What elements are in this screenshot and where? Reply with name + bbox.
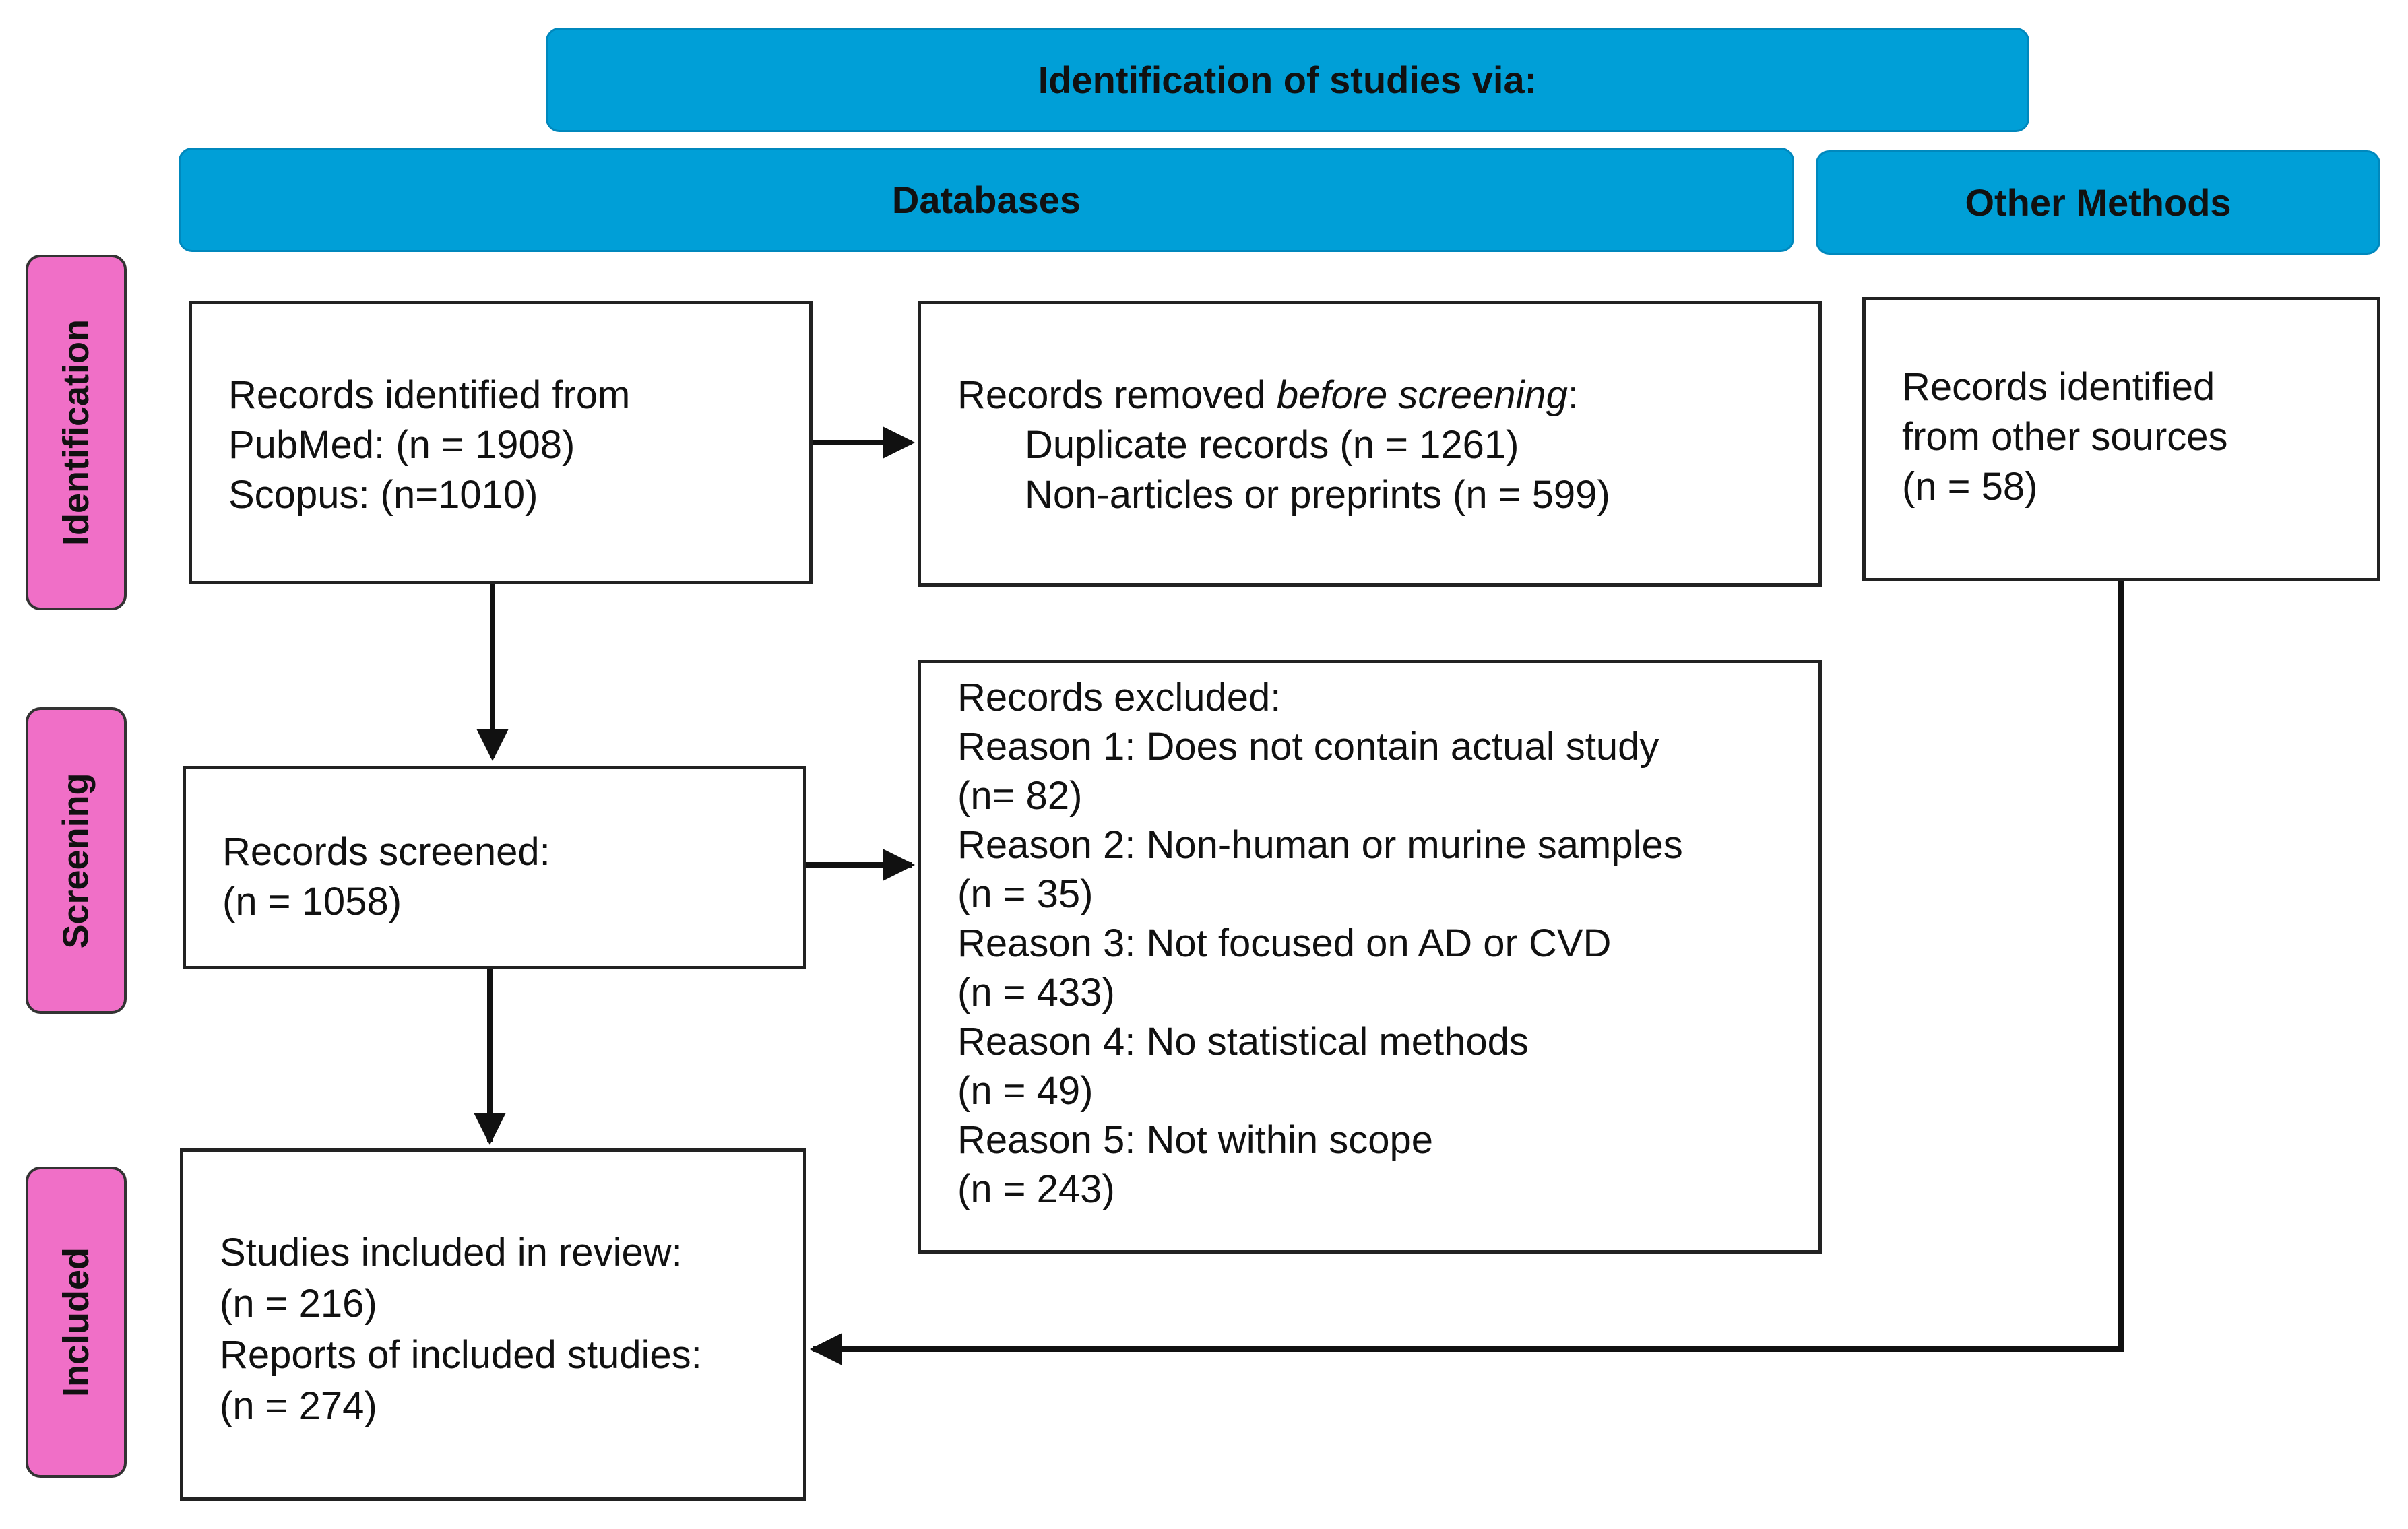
studies-included-count: (n = 216) [220, 1282, 377, 1326]
reports-included-title: Reports of included studies: [220, 1333, 702, 1377]
box-other-sources: Records identified from other sources (n… [1862, 297, 2380, 581]
reason-4-count: (n = 49) [957, 1069, 1094, 1113]
records-removed-non-articles: Non-articles or preprints (n = 599) [1025, 473, 1610, 517]
records-removed-title: Records removed before screening: [957, 370, 1818, 420]
records-identified-line1: Records identified from [228, 373, 631, 417]
records-screened-title: Records screened: [222, 830, 550, 874]
arrow-other-sources-to-included [810, 581, 2124, 1365]
reason-5-label: Reason 5: Not within scope [957, 1118, 1434, 1162]
reason-3-label: Reason 3: Not focused on AD or CVD [957, 921, 1612, 965]
records-removed-duplicates: Duplicate records (n = 1261) [1025, 423, 1519, 467]
box-records-screened: Records screened: (n = 1058) [183, 766, 806, 969]
header-databases: Databases [179, 148, 1794, 252]
records-removed-title-suffix: : [1567, 373, 1579, 417]
stage-identification: Identification [26, 255, 127, 610]
records-identified-pubmed: PubMed: (n = 1908) [228, 423, 575, 467]
records-identified-scopus: Scopus: (n=1010) [228, 473, 538, 517]
reason-1-label: Reason 1: Does not contain actual study [957, 725, 1659, 769]
reason-4-label: Reason 4: No statistical methods [957, 1020, 1529, 1064]
other-sources-line2: from other sources [1902, 415, 2228, 459]
studies-included-title: Studies included in review: [220, 1231, 683, 1274]
header-identification-via: Identification of studies via: [546, 28, 2029, 132]
other-sources-line1: Records identified [1902, 365, 2215, 409]
header-databases-label: Databases [891, 178, 1081, 221]
stage-included: Included [26, 1167, 127, 1478]
reason-5-count: (n = 243) [957, 1167, 1115, 1211]
reason-2-label: Reason 2: Non-human or murine samples [957, 823, 1683, 867]
box-studies-included: Studies included in review: (n = 216) Re… [180, 1148, 806, 1501]
box-records-removed: Records removed before screening: Duplic… [918, 301, 1822, 587]
header-other-methods-label: Other Methods [1965, 181, 2231, 224]
records-excluded-title: Records excluded: [957, 676, 1281, 719]
header-other-methods: Other Methods [1816, 150, 2380, 255]
stage-screening: Screening [26, 707, 127, 1014]
box-records-identified: Records identified from PubMed: (n = 190… [189, 301, 813, 584]
records-removed-title-prefix: Records removed [957, 373, 1277, 417]
box-records-excluded: Records excluded: Reason 1: Does not con… [918, 660, 1822, 1254]
records-removed-title-italic: before screening [1276, 373, 1568, 417]
records-screened-count: (n = 1058) [222, 880, 402, 923]
reason-3-count: (n = 433) [957, 971, 1115, 1014]
reports-included-count: (n = 274) [220, 1384, 377, 1428]
reason-2-count: (n = 35) [957, 872, 1094, 916]
other-sources-count: (n = 58) [1902, 465, 2038, 509]
reason-1-count: (n= 82) [957, 774, 1083, 818]
header-identification-via-label: Identification of studies via: [1038, 59, 1538, 101]
